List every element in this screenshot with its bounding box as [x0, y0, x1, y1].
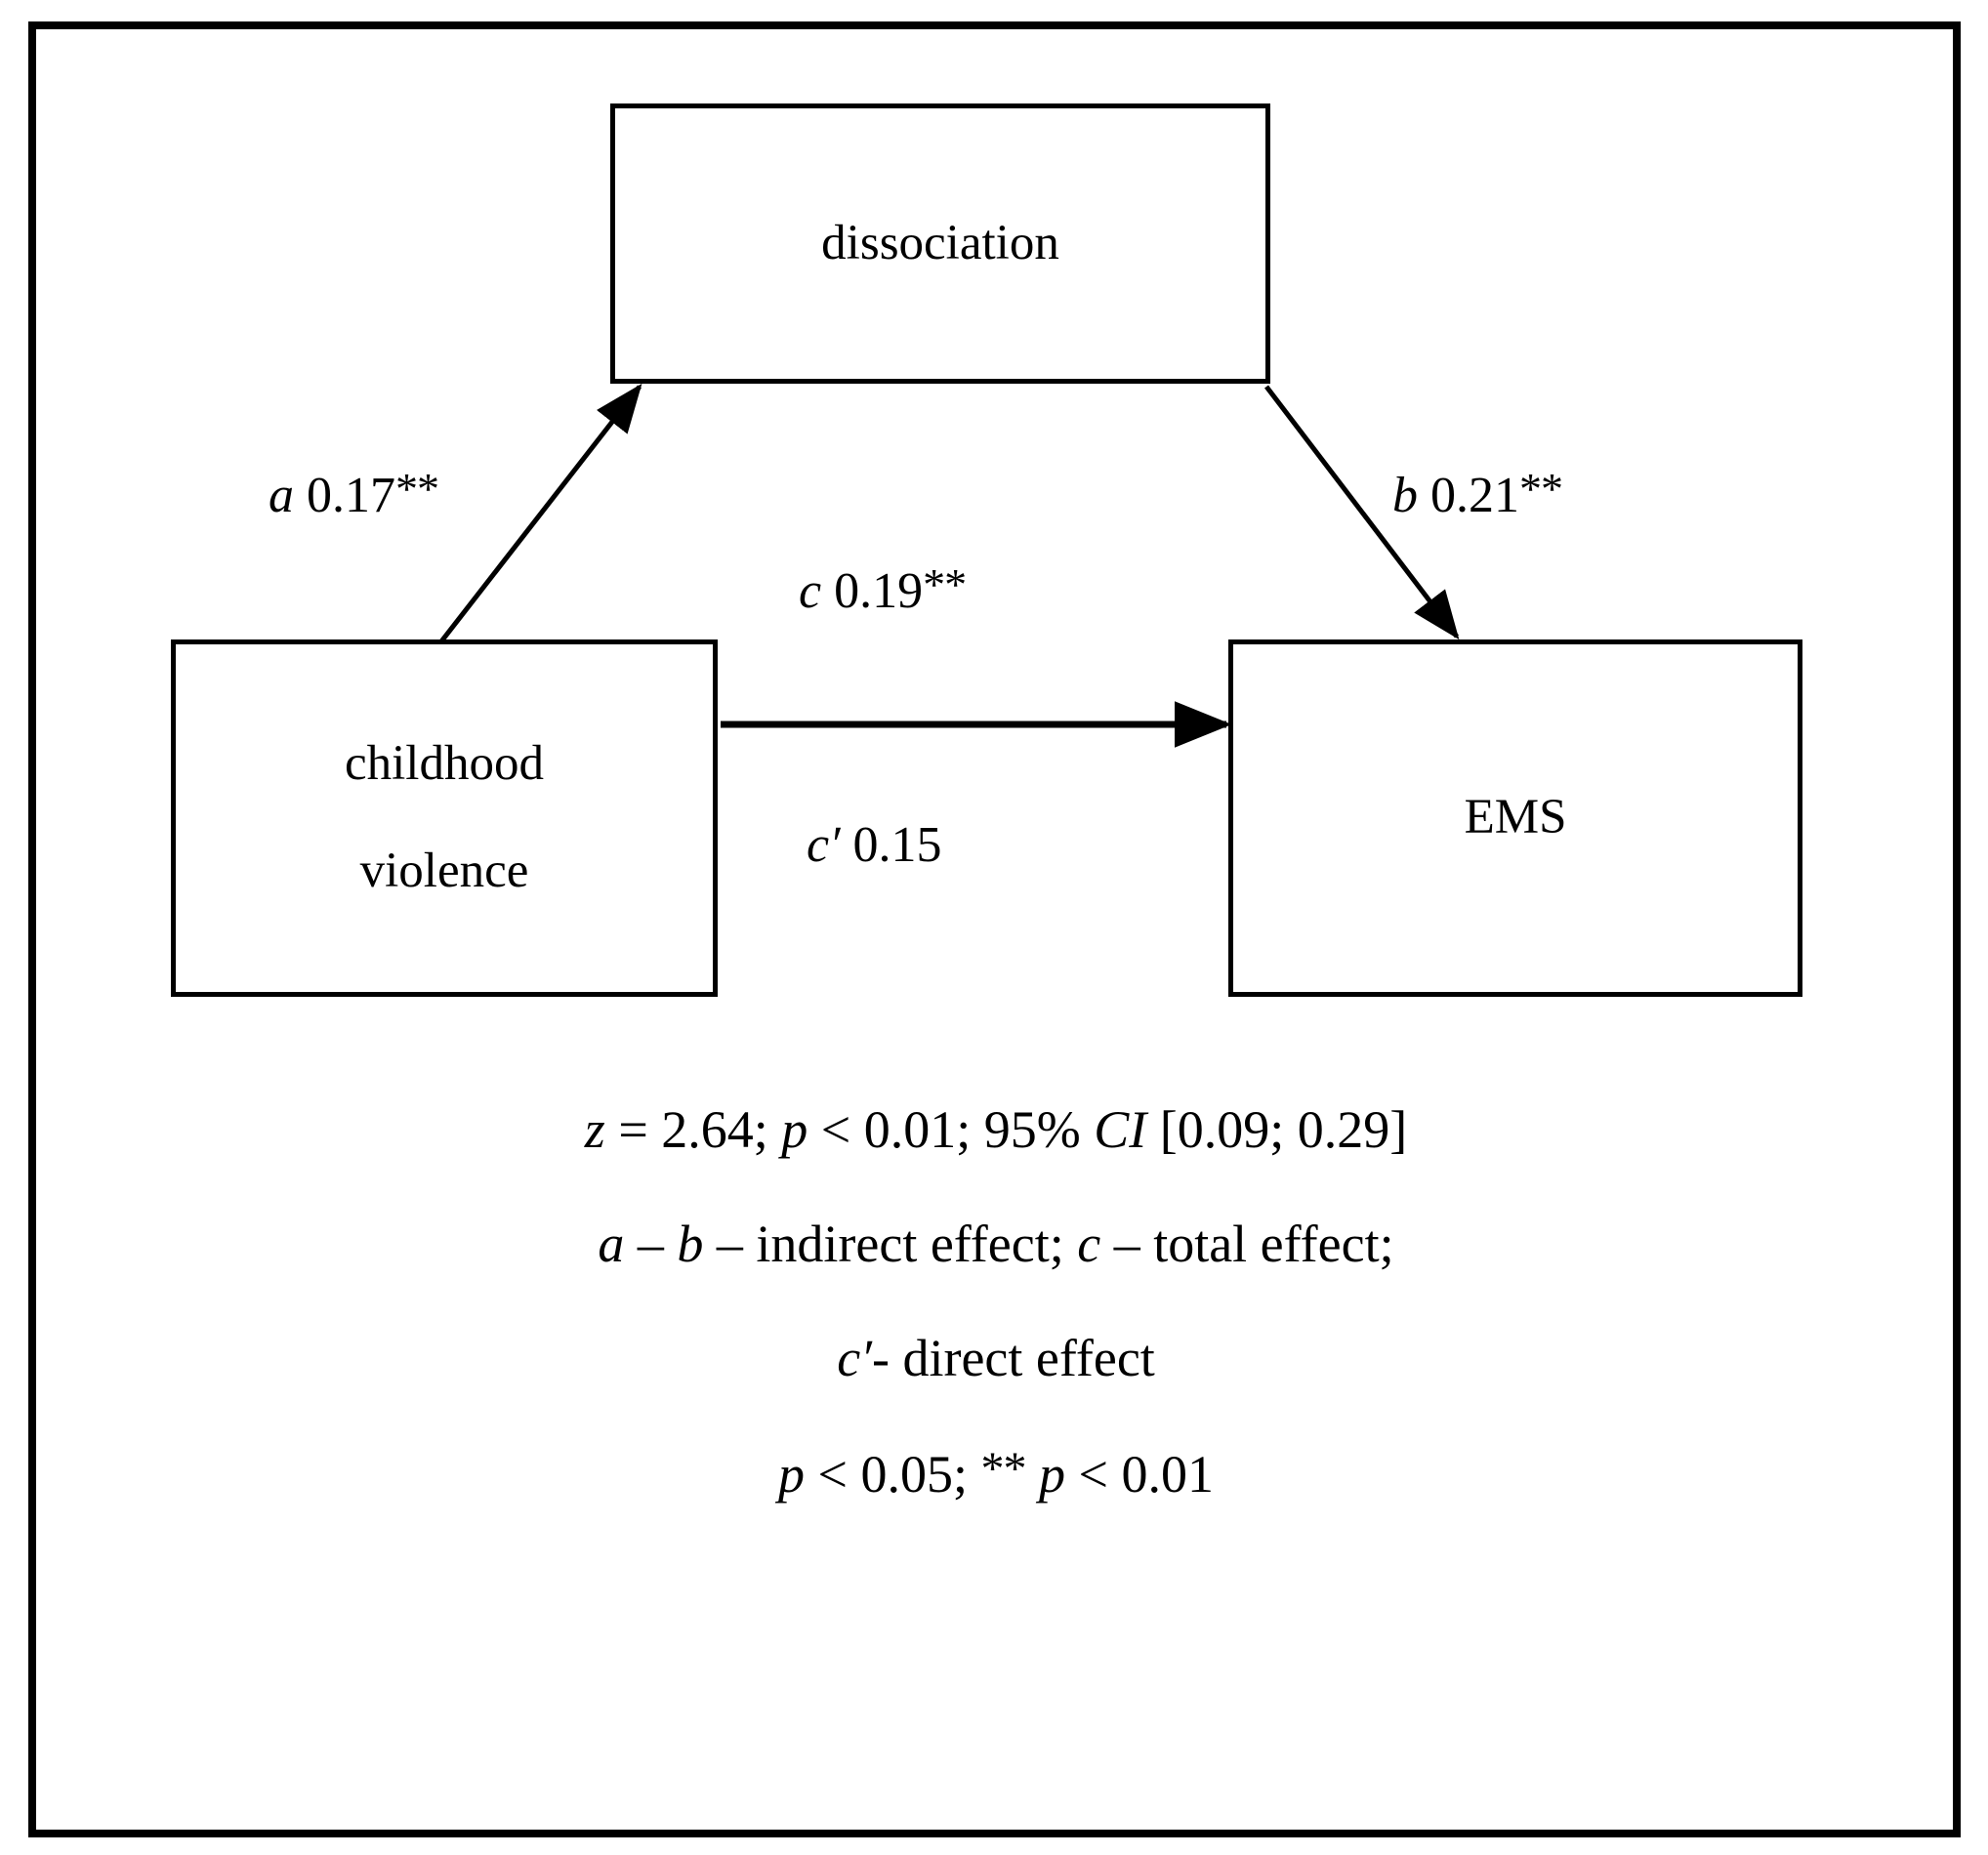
path-coefficient-c: 0.19	[834, 563, 924, 619]
node-box-ems: EMS	[1228, 639, 1802, 997]
caption-p-value: < 0.01; 95%	[808, 1100, 1095, 1159]
path-label-c: c 0.19**	[799, 559, 967, 619]
path-c-spacer	[821, 563, 834, 619]
caption-p-symbol: p	[781, 1100, 808, 1159]
caption-stars: **	[980, 1443, 1027, 1495]
node-label-dissociation: dissociation	[821, 215, 1059, 270]
path-label-a: a 0.17**	[269, 464, 439, 523]
caption-line-statistics: z = 2.64; p < 0.01; 95% CI [0.09; 0.29]	[107, 1103, 1884, 1156]
caption-direct-effect-text: - direct effect	[871, 1329, 1155, 1387]
caption-star-gap	[1026, 1445, 1040, 1504]
path-coefficient-a: 0.17	[307, 468, 395, 523]
path-symbol-b: b	[1392, 468, 1418, 523]
caption-z-symbol: z	[584, 1100, 605, 1159]
path-a-spacer	[294, 468, 307, 523]
node-label-violence: violence	[359, 844, 529, 898]
path-label-b: b 0.21**	[1392, 464, 1563, 523]
path-significance-a: **	[395, 464, 439, 514]
caption-c-symbol: c	[1077, 1215, 1101, 1273]
caption-dash-1: –	[624, 1215, 678, 1273]
path-c-prime-spacer	[840, 817, 852, 873]
path-coefficient-c-prime: 0.15	[852, 817, 942, 873]
caption-p01-text: < 0.01	[1065, 1445, 1214, 1504]
path-symbol-a: a	[269, 468, 294, 523]
node-box-dissociation: dissociation	[610, 103, 1270, 384]
caption-a-symbol: a	[598, 1215, 625, 1273]
caption-z-value: = 2.64;	[604, 1100, 782, 1159]
node-label-childhood: childhood	[345, 736, 544, 792]
caption-total-effect-text: – total effect;	[1100, 1215, 1394, 1273]
caption-line-direct: c′- direct effect	[107, 1332, 1884, 1384]
caption-ci-symbol: CI	[1094, 1100, 1147, 1159]
caption-p-symbol-2: p	[1039, 1445, 1065, 1504]
path-symbol-c-prime: c′	[807, 817, 841, 873]
path-significance-c: **	[923, 559, 967, 609]
caption-p-symbol-1: p	[778, 1445, 806, 1504]
path-coefficient-b: 0.21	[1430, 468, 1519, 523]
caption-line-indirect-total: a – b – indirect effect; c – total effec…	[107, 1217, 1884, 1270]
path-symbol-c: c	[799, 563, 822, 619]
node-box-childhood-violence: childhood violence	[171, 639, 718, 997]
caption-p05-text: < 0.05;	[805, 1445, 981, 1504]
path-label-c-prime: c′ 0.15	[807, 820, 941, 871]
caption-line-significance-key: p < 0.05; ** p < 0.01	[107, 1443, 1884, 1504]
caption-indirect-effect-text: – indirect effect;	[703, 1215, 1078, 1273]
caption-block: z = 2.64; p < 0.01; 95% CI [0.09; 0.29] …	[107, 1103, 1884, 1501]
path-b-spacer	[1418, 468, 1430, 523]
caption-ci-interval: [0.09; 0.29]	[1146, 1100, 1408, 1159]
caption-b-symbol: b	[677, 1215, 704, 1273]
caption-c-prime-symbol: c′	[837, 1329, 872, 1387]
path-significance-b: **	[1519, 464, 1563, 514]
node-label-ems: EMS	[1464, 790, 1567, 845]
